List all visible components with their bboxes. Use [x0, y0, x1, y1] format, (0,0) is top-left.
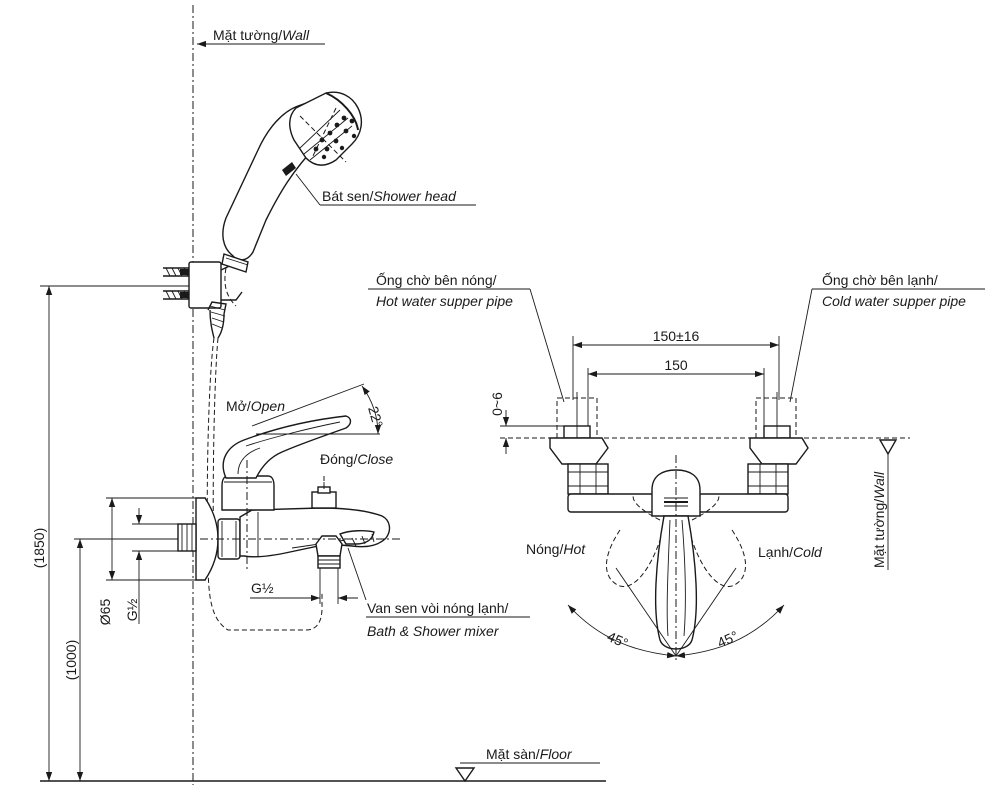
dim-150-label: 150 — [664, 357, 688, 373]
cold-pipe-leader — [789, 288, 813, 403]
rotation-angles — [567, 567, 785, 659]
angle-22-label: 22° — [365, 404, 386, 429]
floor-symbol — [454, 767, 476, 783]
lever-angle — [251, 383, 382, 435]
angle-45-right-label: 45° — [715, 628, 741, 651]
shower-hose — [206, 301, 323, 631]
dim-1000-label: (1000) — [63, 640, 79, 680]
right-wall-symbol — [878, 439, 898, 456]
close-label: Đóng/Close — [320, 451, 393, 467]
cold-supply-pipe — [755, 392, 797, 440]
angle-45-left-label: 45° — [605, 628, 631, 651]
dim-150-16-label: 150±16 — [653, 328, 700, 344]
dim-0-6-label: 0~6 — [489, 392, 505, 416]
open-label: Mở/Open — [226, 398, 285, 414]
hot-label: Nóng/Hot — [526, 541, 586, 557]
mixer-body — [177, 415, 400, 581]
wall-anchor-top — [163, 267, 189, 277]
right-wall-label: Mặt tường/Wall — [871, 471, 887, 568]
hot-pipe-label-vi: Ống chờ bên nóng/ — [376, 271, 497, 288]
wall-label: Mặt tường/Wall — [213, 27, 310, 43]
shower-head — [221, 91, 363, 307]
floor-label: Mặt sàn/Floor — [486, 746, 573, 762]
dim-g-label: G½ — [124, 598, 140, 621]
hot-pipe-leader — [529, 288, 565, 403]
dim-1850-label: (1850) — [31, 528, 47, 568]
mixer-leader — [347, 547, 367, 601]
wall-anchor-bottom — [163, 290, 189, 300]
dim-65-label: Ø65 — [97, 599, 113, 626]
cold-label: Lạnh/Cold — [758, 544, 823, 560]
hot-pipe-label-en: Hot water supper pipe — [376, 293, 513, 309]
cold-pipe-label-vi: Ống chờ bên lạnh/ — [822, 271, 938, 288]
cold-pipe-label-en: Cold water supper pipe — [822, 293, 966, 309]
mixer-label-vi: Van sen vòi nóng lạnh/ — [367, 600, 509, 616]
g-bottom-label: G½ — [251, 580, 274, 596]
mixer-label-en: Bath & Shower mixer — [367, 623, 500, 639]
shower-holder — [163, 261, 245, 309]
shower-head-label: Bát sen/Shower head — [322, 188, 457, 204]
shower-head-leader — [295, 173, 321, 206]
